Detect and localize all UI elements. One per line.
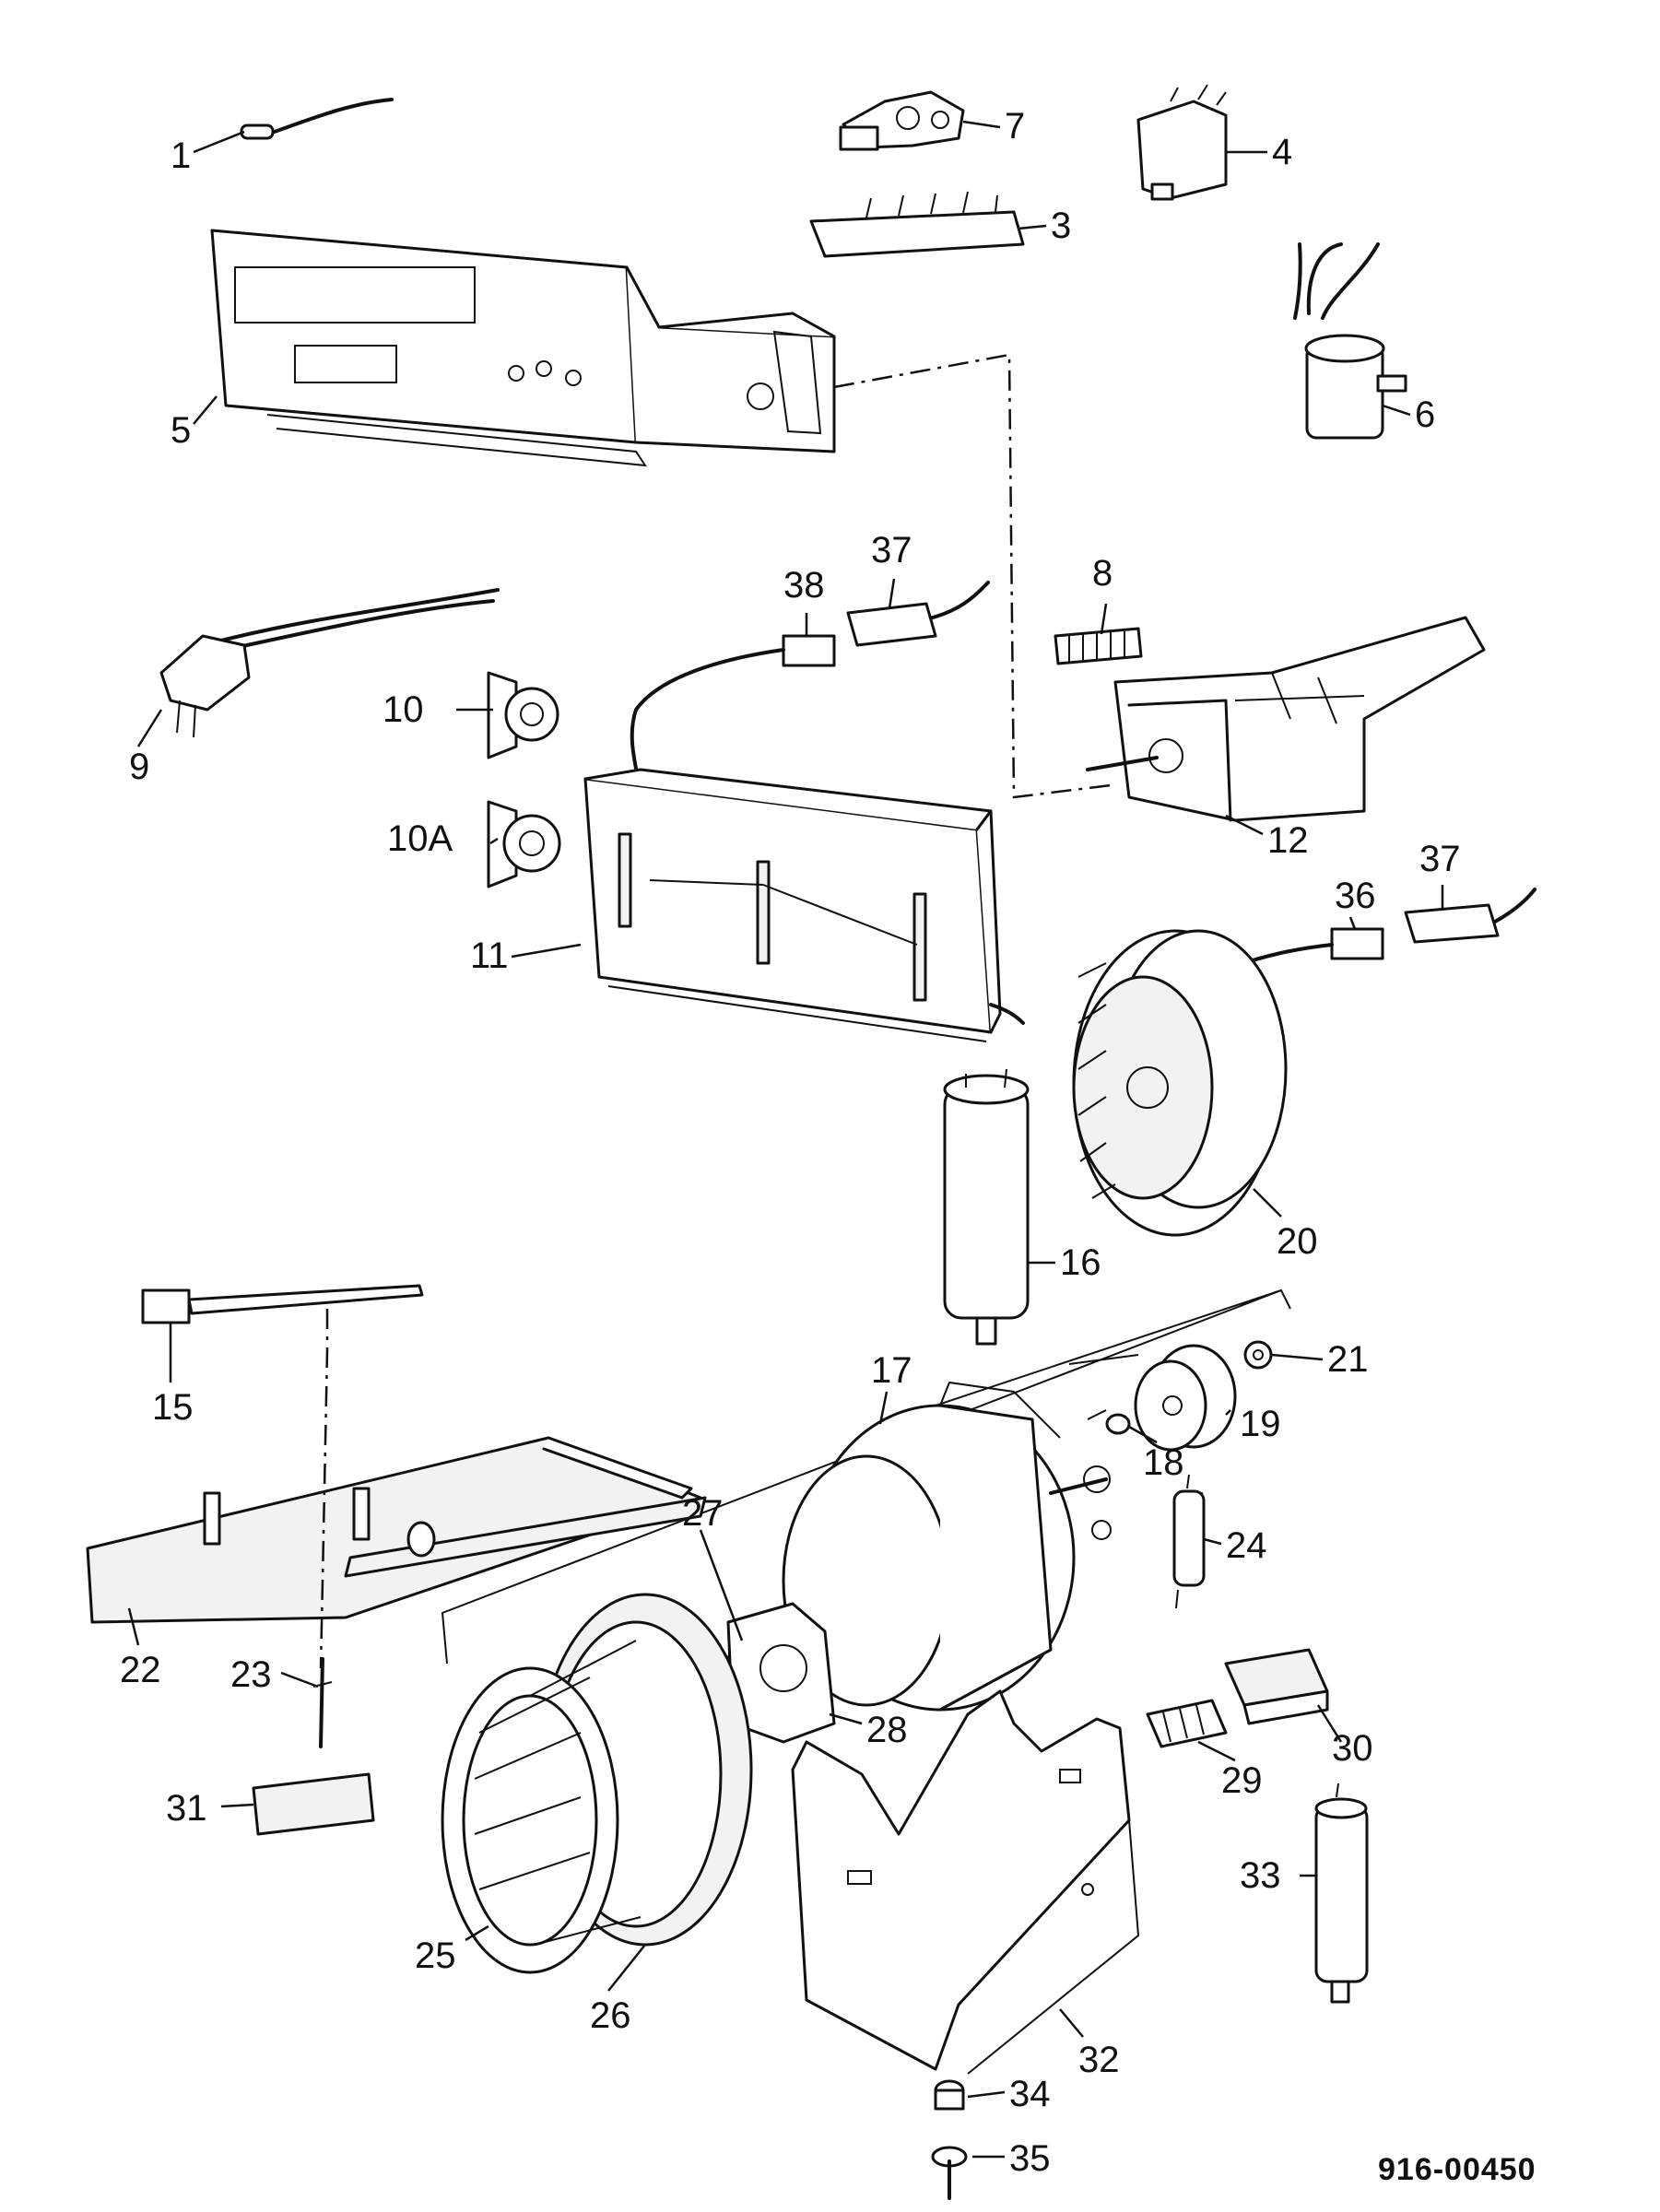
callout-18: 18 xyxy=(1143,1442,1184,1483)
part-10a-bearing[interactable] xyxy=(487,800,561,888)
callout-35: 35 xyxy=(1009,2138,1051,2179)
callout-7: 7 xyxy=(1005,106,1025,147)
connection-line-15-to-22 xyxy=(319,1309,329,1669)
callout-6: 6 xyxy=(1415,394,1435,435)
callout-33: 33 xyxy=(1240,1855,1281,1896)
part-30-connector-block[interactable] xyxy=(1224,1648,1329,1725)
part-3-terminal-block[interactable] xyxy=(809,191,1025,258)
leader-lines xyxy=(127,120,1444,2159)
callout-38: 38 xyxy=(783,565,825,606)
part-18-washer[interactable] xyxy=(1105,1413,1131,1435)
part-36-plug-connector[interactable] xyxy=(1233,927,1384,968)
part-24-spring[interactable] xyxy=(1172,1474,1206,1609)
callout-11: 11 xyxy=(470,935,509,976)
part-33-capacitor[interactable] xyxy=(1314,1783,1369,2004)
part-15-microswitch[interactable] xyxy=(141,1284,424,1324)
callout-37-upper: 37 xyxy=(871,530,912,571)
callout-32: 32 xyxy=(1078,2040,1120,2080)
callout-29: 29 xyxy=(1221,1760,1263,1801)
callout-10a: 10A xyxy=(387,818,453,859)
callout-17: 17 xyxy=(871,1350,912,1391)
callout-24: 24 xyxy=(1226,1525,1267,1566)
part-12-timer-unit[interactable] xyxy=(1086,616,1486,822)
part-4-selector-switch[interactable] xyxy=(1136,84,1228,201)
part-25-drum-fan[interactable] xyxy=(441,1640,642,1974)
part-37-connector-lower[interactable] xyxy=(1404,888,1536,944)
part-23-pin[interactable] xyxy=(312,1657,333,1748)
callout-12: 12 xyxy=(1267,820,1309,861)
callout-31: 31 xyxy=(166,1788,207,1829)
callout-8: 8 xyxy=(1092,553,1113,594)
part-31-foam-block[interactable] xyxy=(252,1772,375,1836)
part-17-motor[interactable] xyxy=(782,1354,1139,1712)
figure-reference-number: 916-00450 xyxy=(1378,2152,1536,2187)
callout-28: 28 xyxy=(866,1710,908,1750)
callout-30: 30 xyxy=(1332,1728,1373,1769)
part-32-motor-cradle[interactable] xyxy=(791,1689,1140,2075)
callout-3: 3 xyxy=(1051,206,1071,246)
part-21-nut[interactable] xyxy=(1243,1340,1273,1370)
callout-22: 22 xyxy=(120,1650,161,1690)
part-5-control-panel-bracket[interactable] xyxy=(210,229,836,467)
callout-5: 5 xyxy=(171,410,191,451)
callout-16: 16 xyxy=(1060,1242,1101,1283)
callout-20: 20 xyxy=(1277,1221,1318,1262)
part-1-sensor-probe[interactable] xyxy=(240,98,394,140)
callout-9: 9 xyxy=(129,747,149,787)
part-35-screw[interactable] xyxy=(931,2146,968,2200)
part-38-plug-connector[interactable] xyxy=(630,634,836,794)
part-7-switch[interactable] xyxy=(839,90,965,151)
callout-26: 26 xyxy=(590,1995,631,2036)
part-22-base-plate[interactable] xyxy=(86,1436,707,1624)
callout-25: 25 xyxy=(415,1936,456,1976)
part-19-pulley[interactable] xyxy=(1134,1344,1237,1452)
callout-27: 27 xyxy=(682,1493,724,1534)
part-16-capacitor[interactable] xyxy=(943,1068,1030,1346)
part-11-heater-element[interactable] xyxy=(583,768,1025,1042)
callout-10: 10 xyxy=(383,689,424,730)
callout-19: 19 xyxy=(1240,1404,1281,1444)
callout-36: 36 xyxy=(1335,876,1376,916)
callout-23: 23 xyxy=(230,1654,272,1695)
part-20-fan-impeller[interactable] xyxy=(1072,929,1288,1237)
part-8-terminal-strip[interactable] xyxy=(1054,627,1143,665)
callout-21: 21 xyxy=(1327,1339,1369,1380)
callout-34: 34 xyxy=(1009,2074,1051,2114)
part-9-mains-plug[interactable] xyxy=(159,588,500,738)
connection-line-5-to-12 xyxy=(833,353,1112,799)
part-37-connector-upper[interactable] xyxy=(846,581,990,647)
part-6-capacitor[interactable] xyxy=(1293,242,1407,440)
part-10-bearing[interactable] xyxy=(487,671,559,759)
part-29-terminal-block[interactable] xyxy=(1146,1699,1228,1748)
callout-1: 1 xyxy=(171,135,191,176)
part-34-rubber-foot[interactable] xyxy=(934,2079,965,2111)
callout-37-lower: 37 xyxy=(1419,839,1461,879)
callout-4: 4 xyxy=(1272,132,1292,172)
callout-labels: 1 3 4 5 6 7 8 9 10 10A 11 12 15 16 17 18… xyxy=(120,106,1536,2187)
callout-15: 15 xyxy=(152,1387,194,1428)
